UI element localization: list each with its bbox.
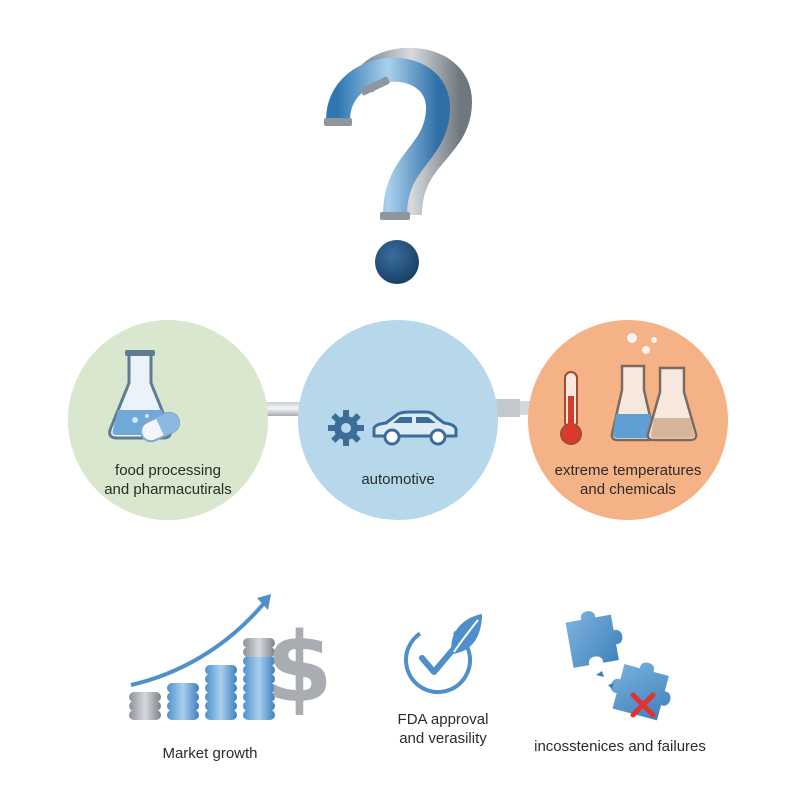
extreme-label: extreme temperatures and chemicals	[554, 462, 702, 498]
pill-icon	[139, 411, 181, 443]
puzzle-piece-icon	[565, 611, 671, 721]
bubbles	[627, 333, 657, 354]
question-mark-pipe-icon	[324, 47, 473, 284]
checkmark-badge-icon	[404, 626, 472, 694]
car-icon	[372, 410, 458, 446]
thermometer-icon	[560, 371, 582, 445]
fda-label: FDA approval and verasility	[397, 711, 489, 747]
growth-chart-icon	[129, 594, 275, 720]
food-label: food processing and pharmacutirals	[104, 462, 232, 498]
red-x-icon	[630, 692, 656, 718]
beaker-icon	[610, 364, 698, 442]
inconsistencies-label: incosstenices and failures	[534, 738, 706, 755]
leaf-icon	[451, 614, 482, 654]
gear-icon	[328, 410, 364, 446]
automotive-label: automotive	[361, 471, 435, 488]
dollar-icon: $	[266, 612, 333, 724]
market-growth-label: Market growth	[162, 745, 258, 762]
